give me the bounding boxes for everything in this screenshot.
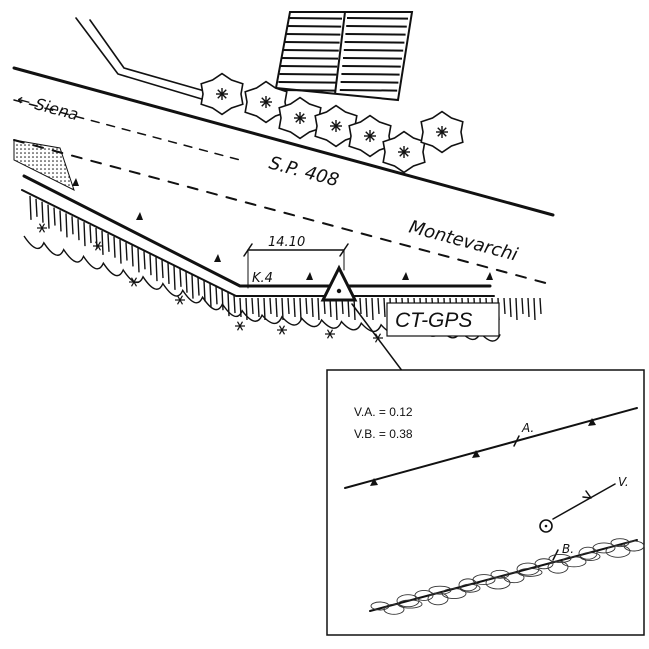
access-path bbox=[75, 17, 209, 101]
building bbox=[274, 11, 414, 102]
inset-vb: V.B. = 0.38 bbox=[354, 427, 413, 441]
station-label: CT-GPS bbox=[395, 309, 472, 332]
gps-station-marker bbox=[320, 264, 358, 302]
dimension-line bbox=[243, 243, 349, 289]
station-label-box bbox=[386, 302, 500, 337]
hedge-shrubs bbox=[200, 72, 464, 174]
inset-va: V.A. = 0.12 bbox=[354, 405, 413, 419]
inset-label-a: A. bbox=[521, 421, 534, 435]
inset-label-b: B. bbox=[562, 542, 574, 556]
leader-line bbox=[351, 303, 404, 373]
road-label-siena: ← Siena bbox=[15, 90, 81, 125]
road-label-route: S.P. 408 bbox=[267, 153, 341, 192]
detail-inset bbox=[326, 369, 645, 636]
road-label-montevarchi: Montevarchi bbox=[407, 217, 520, 266]
road bbox=[12, 66, 555, 286]
benchmark-code: K.4 bbox=[252, 271, 273, 286]
inset-label-v: V. bbox=[618, 475, 629, 489]
dimension-value: 14.10 bbox=[268, 235, 305, 250]
inset-drawing bbox=[344, 407, 645, 615]
